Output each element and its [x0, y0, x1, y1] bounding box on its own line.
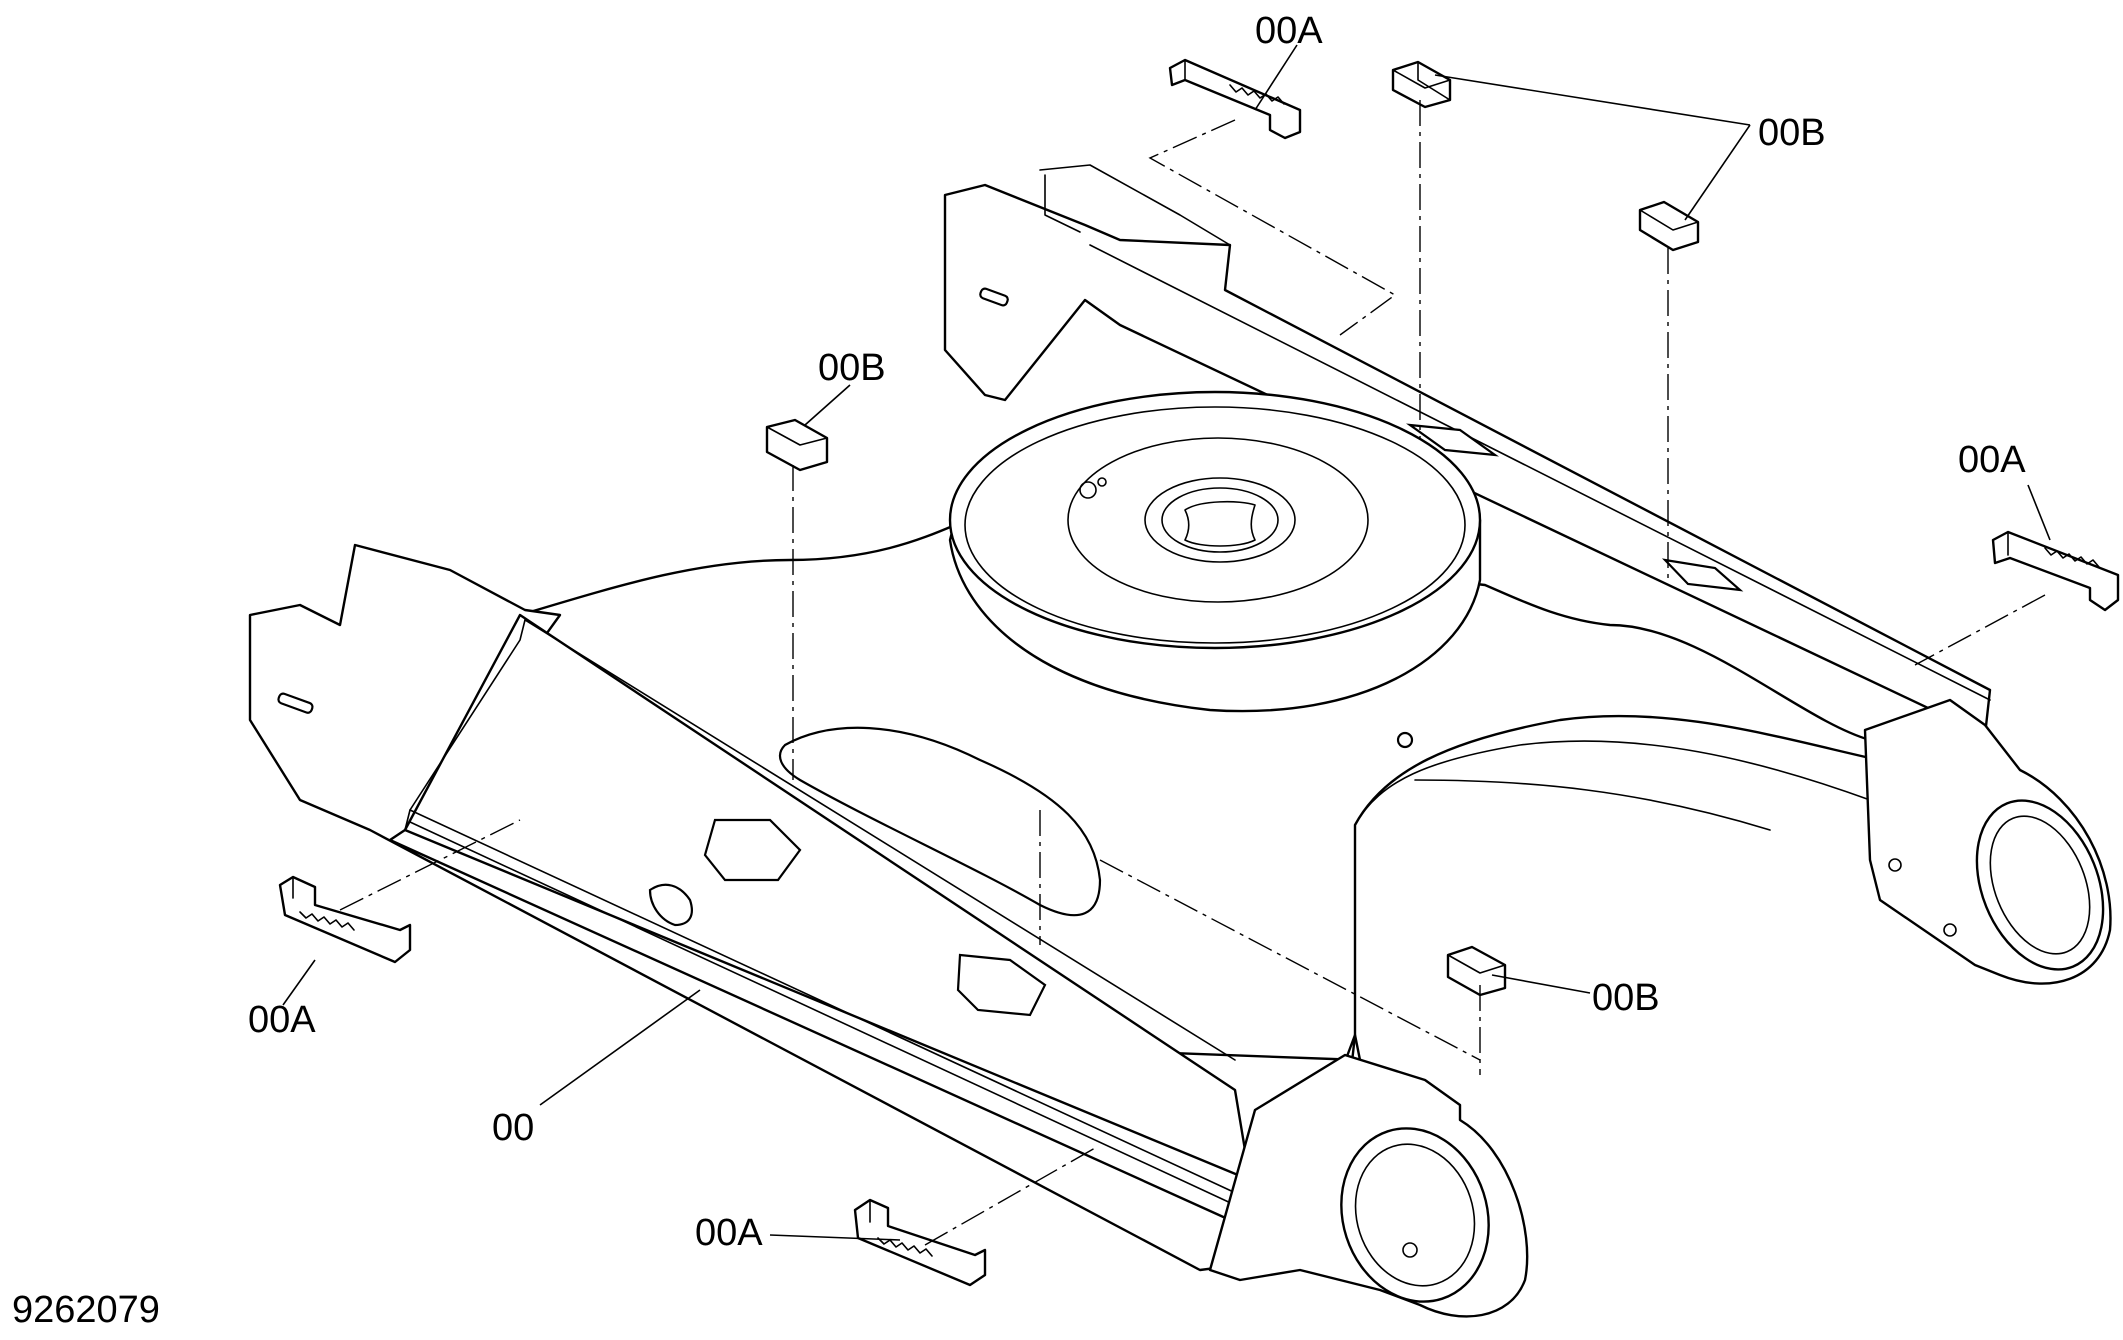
- assembly-lines: [339, 100, 2046, 1246]
- callout-cover-bottom: 00A: [695, 1212, 763, 1254]
- cover-bottom: [853, 1198, 987, 1287]
- wear-pad-mid-right: [1638, 200, 1700, 252]
- wear-pad-top-right: [1391, 60, 1452, 109]
- callout-cover-top: 00A: [1255, 10, 1323, 52]
- rear-yoke-end: [1863, 698, 2112, 985]
- callout-cover-left: 00A: [248, 999, 316, 1041]
- track-frame: [248, 164, 2112, 1318]
- wear-pad-bottom-right: [1446, 945, 1507, 997]
- rear-side-rail: [943, 164, 1992, 737]
- wear-pad-left: [765, 418, 829, 472]
- callout-pad-top-right: 00B: [1758, 112, 1826, 154]
- callout-frame: 00: [492, 1107, 534, 1149]
- front-yoke-end: [1208, 1053, 1529, 1318]
- cover-top: [1168, 58, 1302, 140]
- callout-cover-right: 00A: [1958, 439, 2026, 481]
- figure-number: 9262079: [12, 1289, 160, 1331]
- callout-labels: 00A 00B 00B 00A 00B 00A 00 00A: [248, 10, 2026, 1254]
- front-side-rail: [248, 543, 1357, 1272]
- swing-bearing-drum: [948, 390, 1482, 713]
- leader-lines: [282, 44, 2051, 1241]
- cover-left: [278, 875, 412, 964]
- callout-pad-bottom-right: 00B: [1592, 977, 1660, 1019]
- callout-pad-left: 00B: [818, 347, 886, 389]
- cover-right: [1991, 530, 2120, 612]
